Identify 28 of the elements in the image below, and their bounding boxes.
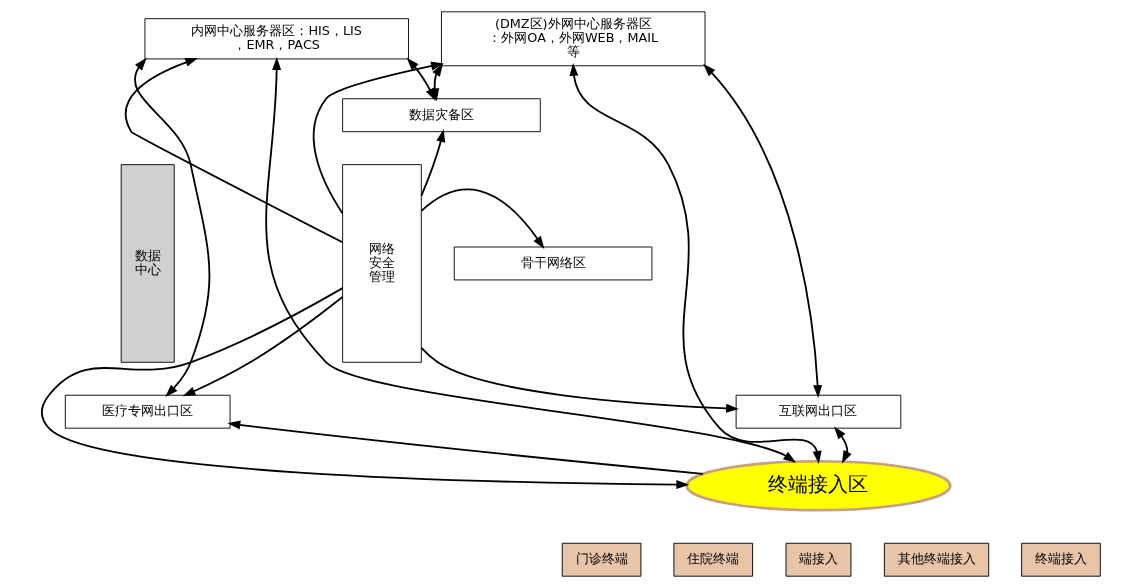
arrow bbox=[420, 129, 446, 197]
arrow bbox=[40, 287, 690, 490]
node-box: (DMZ区)外网中心服务器区：外网OA，外网WEB，MAIL等 bbox=[441, 11, 706, 67]
node-box: 数据灾备区 bbox=[342, 98, 541, 133]
arrow bbox=[227, 420, 704, 475]
arrow bbox=[312, 61, 444, 215]
label: 住院终端 bbox=[687, 551, 740, 567]
label: 端接入 bbox=[798, 551, 838, 567]
arrow bbox=[265, 57, 797, 463]
node-box: 互联网出口区 bbox=[735, 394, 902, 429]
node-box: 医疗专网出口区 bbox=[64, 394, 231, 429]
arrow bbox=[569, 63, 822, 464]
arrow bbox=[420, 347, 739, 413]
arrow bbox=[182, 296, 344, 397]
arrow bbox=[430, 63, 443, 102]
arrow bbox=[124, 58, 344, 244]
node-box: 数据中心 bbox=[120, 164, 175, 363]
label: 其他终端接入 bbox=[897, 551, 976, 567]
arrow bbox=[420, 188, 545, 249]
node-ellipse: 终端接入区 bbox=[685, 459, 952, 512]
arrow bbox=[833, 426, 852, 464]
node-box: 骨干网络区 bbox=[453, 246, 653, 281]
node-box: 网络安全管理 bbox=[342, 164, 422, 363]
arrow bbox=[134, 57, 211, 397]
label: 终端接入 bbox=[1034, 551, 1087, 567]
label: 门诊终端 bbox=[575, 551, 628, 567]
node-box: 内网中心服务器区：HIS，LIS，EMR，PACS bbox=[144, 18, 409, 60]
arrow bbox=[703, 63, 823, 398]
